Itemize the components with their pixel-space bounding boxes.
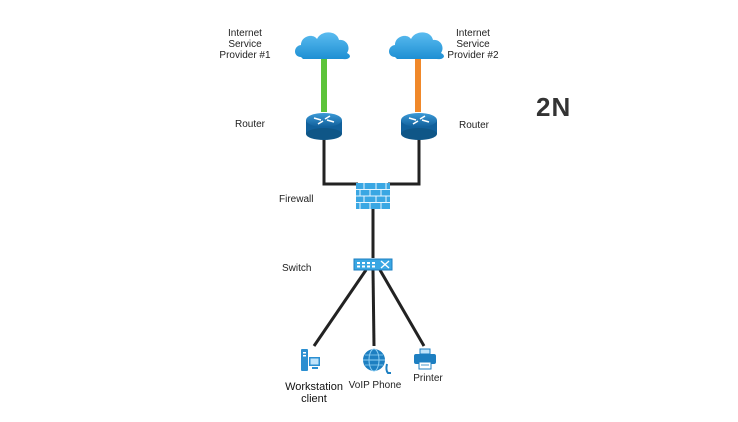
isp1-label: Internet Service Provider #1 — [212, 28, 278, 61]
router2-firewall-link — [388, 134, 421, 186]
switch-label: Switch — [282, 263, 312, 274]
isp1-label-line: Service — [228, 39, 262, 50]
router-icon — [306, 113, 342, 140]
router1-label: Router — [235, 119, 266, 130]
cloud-icon — [295, 32, 350, 60]
workstation-icon — [301, 349, 320, 371]
isp2-label-line: Service — [456, 39, 490, 50]
router1-firewall-link — [322, 134, 358, 186]
switch-printer-link — [378, 269, 426, 347]
switch-voip-link — [371, 269, 376, 347]
isp2-label-line: Provider #2 — [447, 50, 499, 61]
router-icon — [401, 113, 437, 140]
router2-label: Router — [459, 120, 490, 131]
workstation-label-line: client — [301, 393, 327, 405]
firewall-label: Firewall — [279, 194, 314, 205]
firewall-icon — [356, 183, 390, 209]
printer-label: Printer — [413, 373, 443, 384]
cloud-icon — [389, 32, 444, 60]
workstation-label: Workstation client — [272, 381, 356, 405]
isp1-label-line: Provider #1 — [219, 50, 271, 61]
printer-icon — [414, 348, 436, 370]
redundancy-title: 2N — [536, 92, 572, 122]
ip-phone-icon — [363, 348, 391, 374]
isp2-label-line: Internet — [456, 28, 490, 39]
switch-workstation-link — [312, 269, 368, 347]
switch-icon — [353, 258, 393, 271]
isp1-label-line: Internet — [228, 28, 262, 39]
voip-label: VoIP Phone — [348, 380, 402, 391]
isp2-label: Internet Service Provider #2 — [440, 28, 506, 61]
workstation-label-line: Workstation — [285, 381, 343, 393]
